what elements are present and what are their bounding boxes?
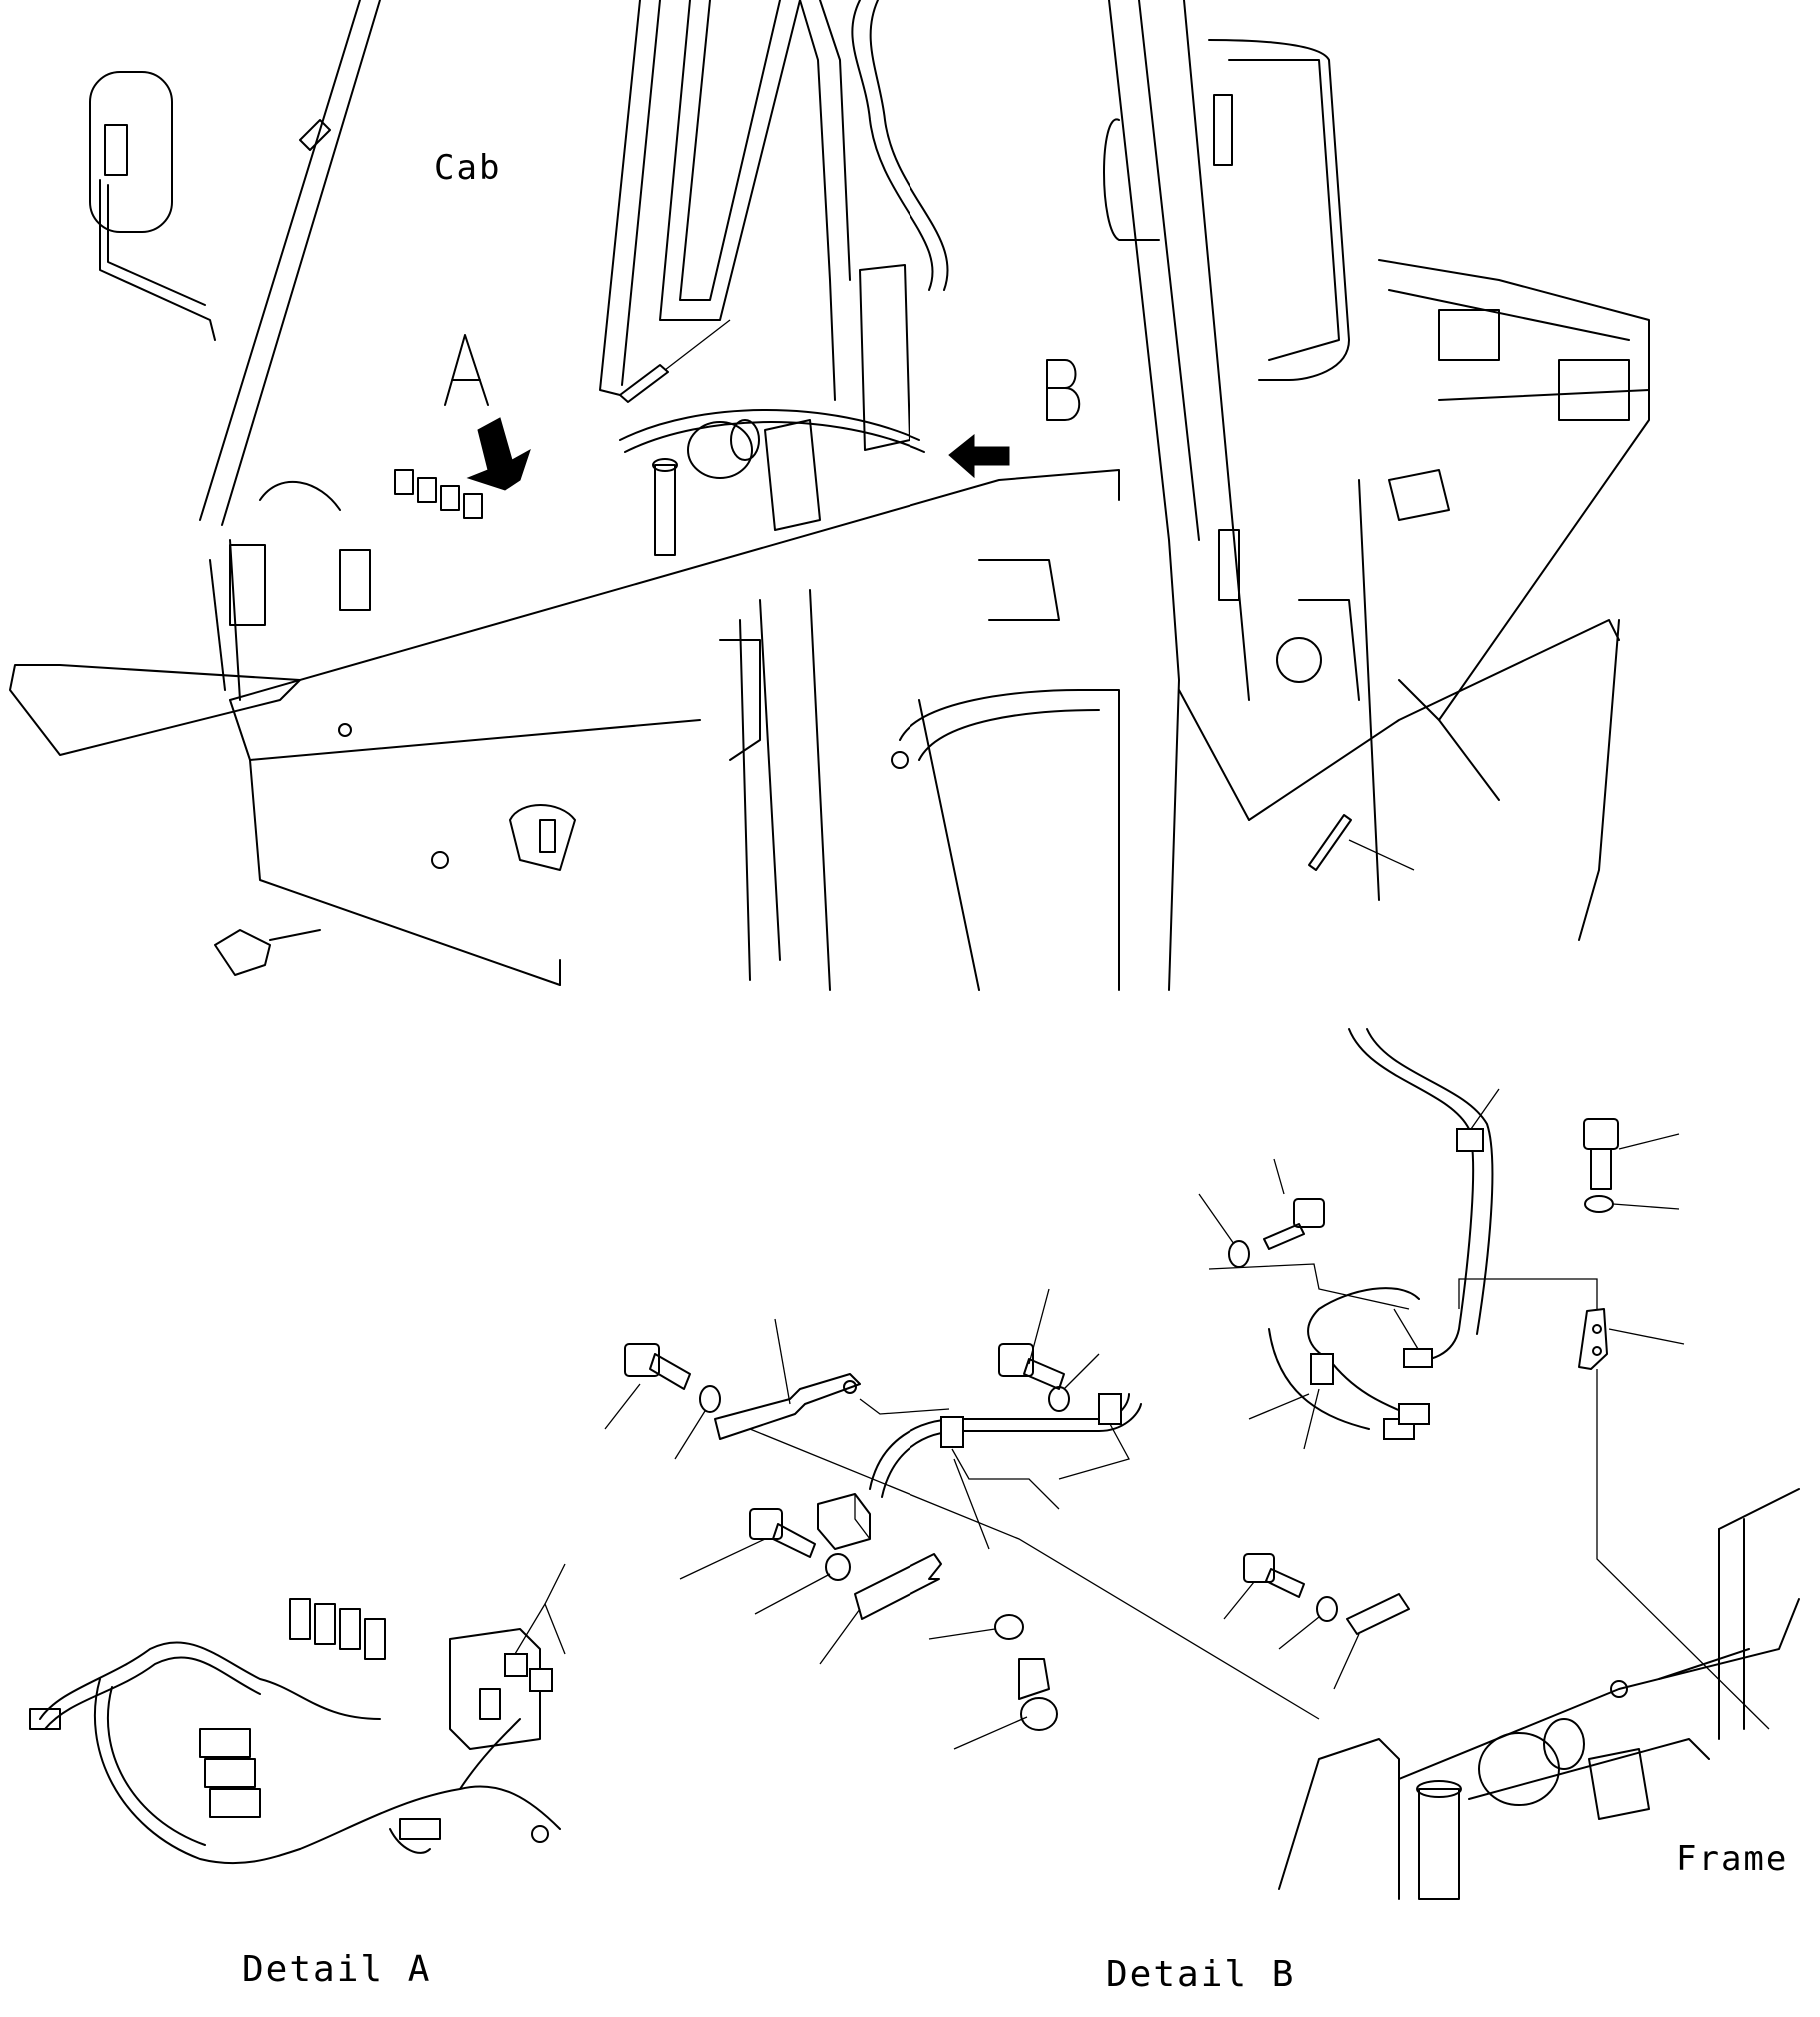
bolt-mid-right: [1263, 1158, 1325, 1250]
view-b-callout: B: [1039, 346, 1098, 448]
view-b-arrow-icon: [948, 433, 1010, 479]
bolt-lower-right: [1223, 1553, 1305, 1620]
bolt-bottom: [953, 1658, 1058, 1750]
view-a-arrow-icon: [466, 417, 531, 491]
detail-a-drawing: [29, 1563, 566, 1865]
cab-side-drawing: [1103, 0, 1650, 991]
bracket-right: [1458, 1278, 1770, 1730]
view-a-callout: A: [439, 318, 498, 420]
clamp-center-right: [1248, 1353, 1430, 1450]
frame-lower-right: [1278, 1488, 1800, 1900]
detail-a-label: Detail A: [242, 1949, 432, 1990]
harness-clip-upper: [1456, 1128, 1484, 1152]
harness-clip-right: [1098, 1393, 1122, 1425]
long-bracket: [714, 1318, 1320, 1720]
bolt-left: [604, 1343, 691, 1430]
bracket-lower-left: [819, 1553, 942, 1665]
plate-lower-right: [1346, 1593, 1410, 1635]
bolt-upper-right: [1583, 1118, 1680, 1190]
side-mirror: [89, 71, 216, 341]
bolt-center: [998, 1288, 1065, 1390]
detail-b-drawing: [604, 1028, 1800, 1900]
connector-left: [817, 1493, 871, 1550]
bolt-lower-left: [679, 1508, 816, 1580]
frame-label: Frame: [1676, 1839, 1789, 1879]
harness-clip-left: [940, 1416, 964, 1448]
cab-label: Cab: [434, 148, 502, 188]
detail-b-label: Detail B: [1106, 1954, 1296, 1995]
cab-view-drawing: [9, 0, 1120, 991]
